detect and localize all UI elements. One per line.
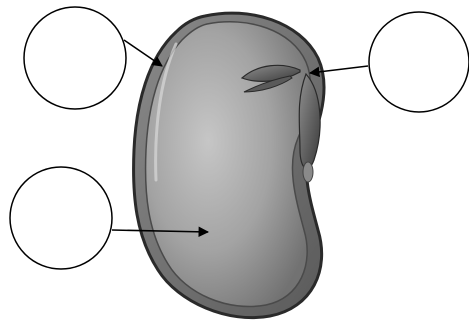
cotyledon-body (146, 22, 311, 307)
arrow-seed-coat (124, 40, 162, 66)
label-circle-seed-coat[interactable] (24, 7, 126, 109)
label-circle-cotyledon[interactable] (10, 167, 112, 269)
label-circle-embryo[interactable] (369, 12, 469, 112)
bean-seed (134, 13, 324, 318)
hilum (303, 162, 313, 182)
